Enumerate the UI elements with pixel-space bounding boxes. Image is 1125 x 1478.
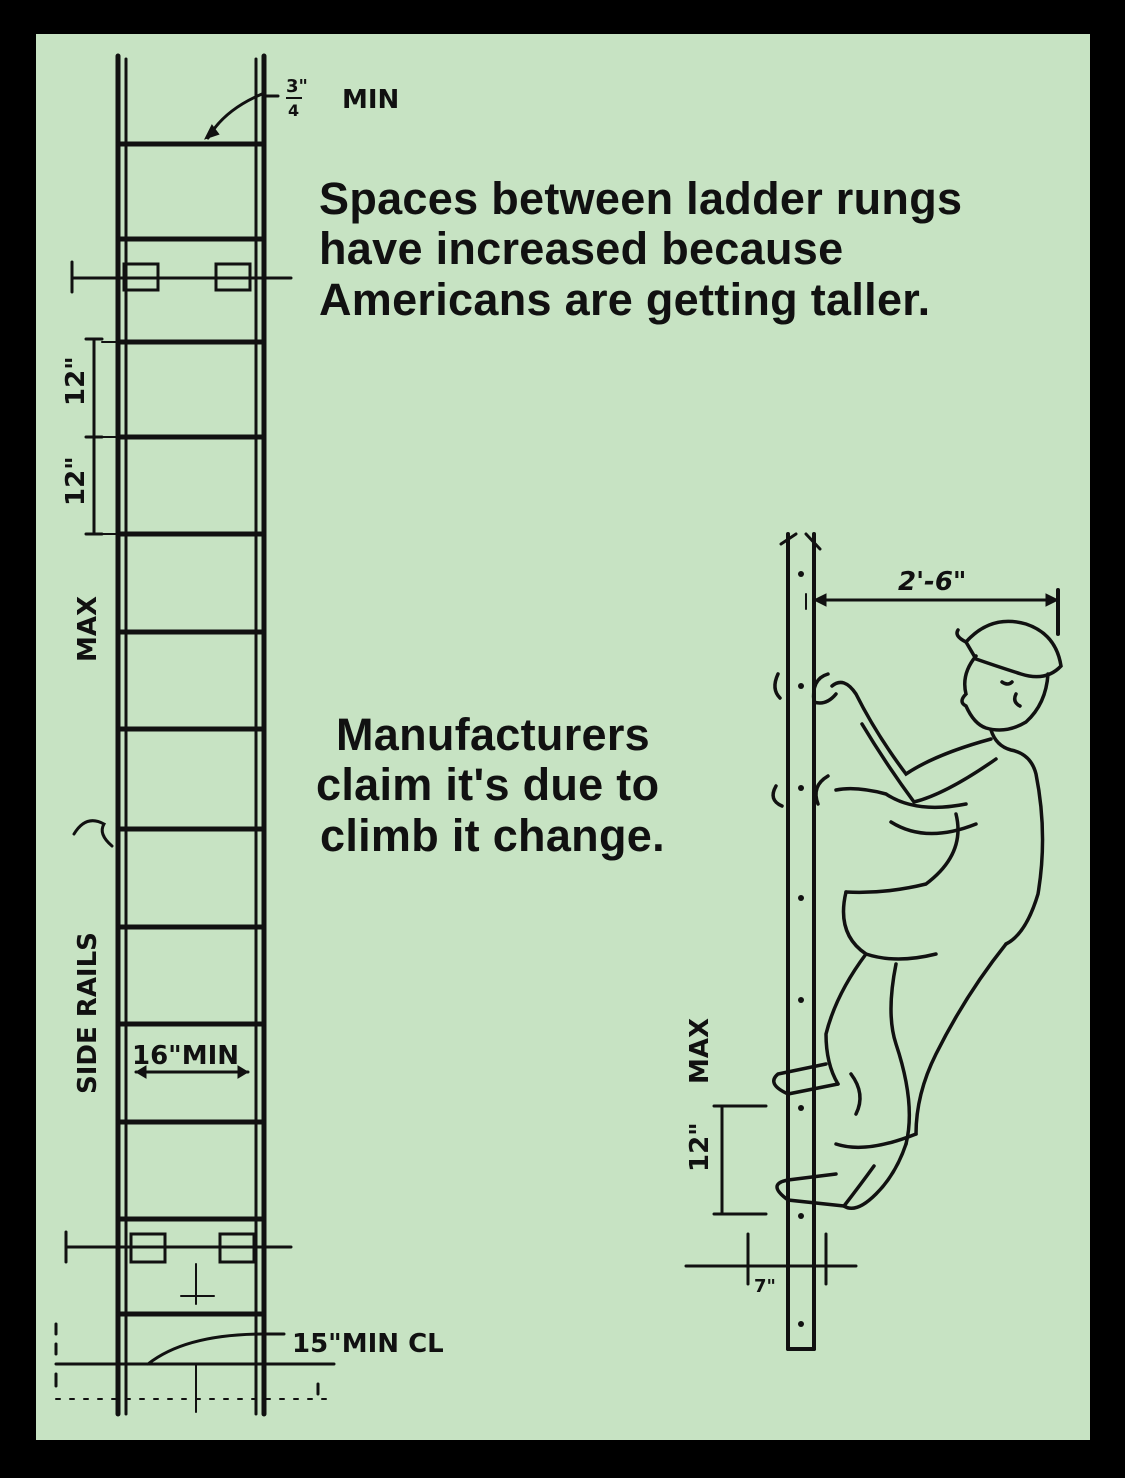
caption-top: Spaces between ladder rungs have increas… <box>319 173 1089 325</box>
climber-diagram <box>684 532 1063 1351</box>
ladder-rungs <box>115 141 267 1317</box>
top-min-denominator: 4 <box>288 101 299 120</box>
climber-ladder-rungs <box>798 571 804 1327</box>
max-label-right: MAX <box>685 1018 715 1084</box>
caption-top-line2: have increased because <box>319 223 844 275</box>
caption-middle-line2: claim it's due to <box>316 759 660 811</box>
top-min-label: MIN <box>342 85 399 115</box>
side-rails-label: SIDE RAILS <box>73 932 103 1094</box>
top-min-numerator: 3" <box>286 76 308 97</box>
ladder-diagram <box>54 53 336 1417</box>
caption-middle-line1: Manufacturers <box>336 709 650 760</box>
bottom-clearance-label: 15"MIN CL <box>292 1329 444 1359</box>
rung-spacing-label: 12" <box>685 1122 715 1172</box>
spacing-label-lower: 12" <box>61 456 91 506</box>
illustration: 3" 4 MIN 12" 12" MAX SIDE RAILS 16"MIN 1… <box>54 53 1063 1417</box>
reach-label: 2'-6" <box>898 567 966 597</box>
caption-top-line3: Americans are getting taller. <box>319 273 931 325</box>
poster: 3" 4 MIN 12" 12" MAX SIDE RAILS 16"MIN 1… <box>36 34 1090 1440</box>
climber-figure <box>771 619 1063 1210</box>
spacing-label-upper: 12" <box>61 356 91 406</box>
caption-middle: Manufacturers claim it's due to climb it… <box>316 709 786 861</box>
caption-top-line1: Spaces between ladder rungs <box>319 173 963 224</box>
width-min-label: 16"MIN <box>132 1041 239 1071</box>
caption-middle-line3: climb it change. <box>320 809 665 861</box>
max-label-left: MAX <box>73 596 103 662</box>
cap <box>963 619 1063 679</box>
foot-clearance-label: 7" <box>754 1276 776 1297</box>
head <box>960 654 1050 732</box>
